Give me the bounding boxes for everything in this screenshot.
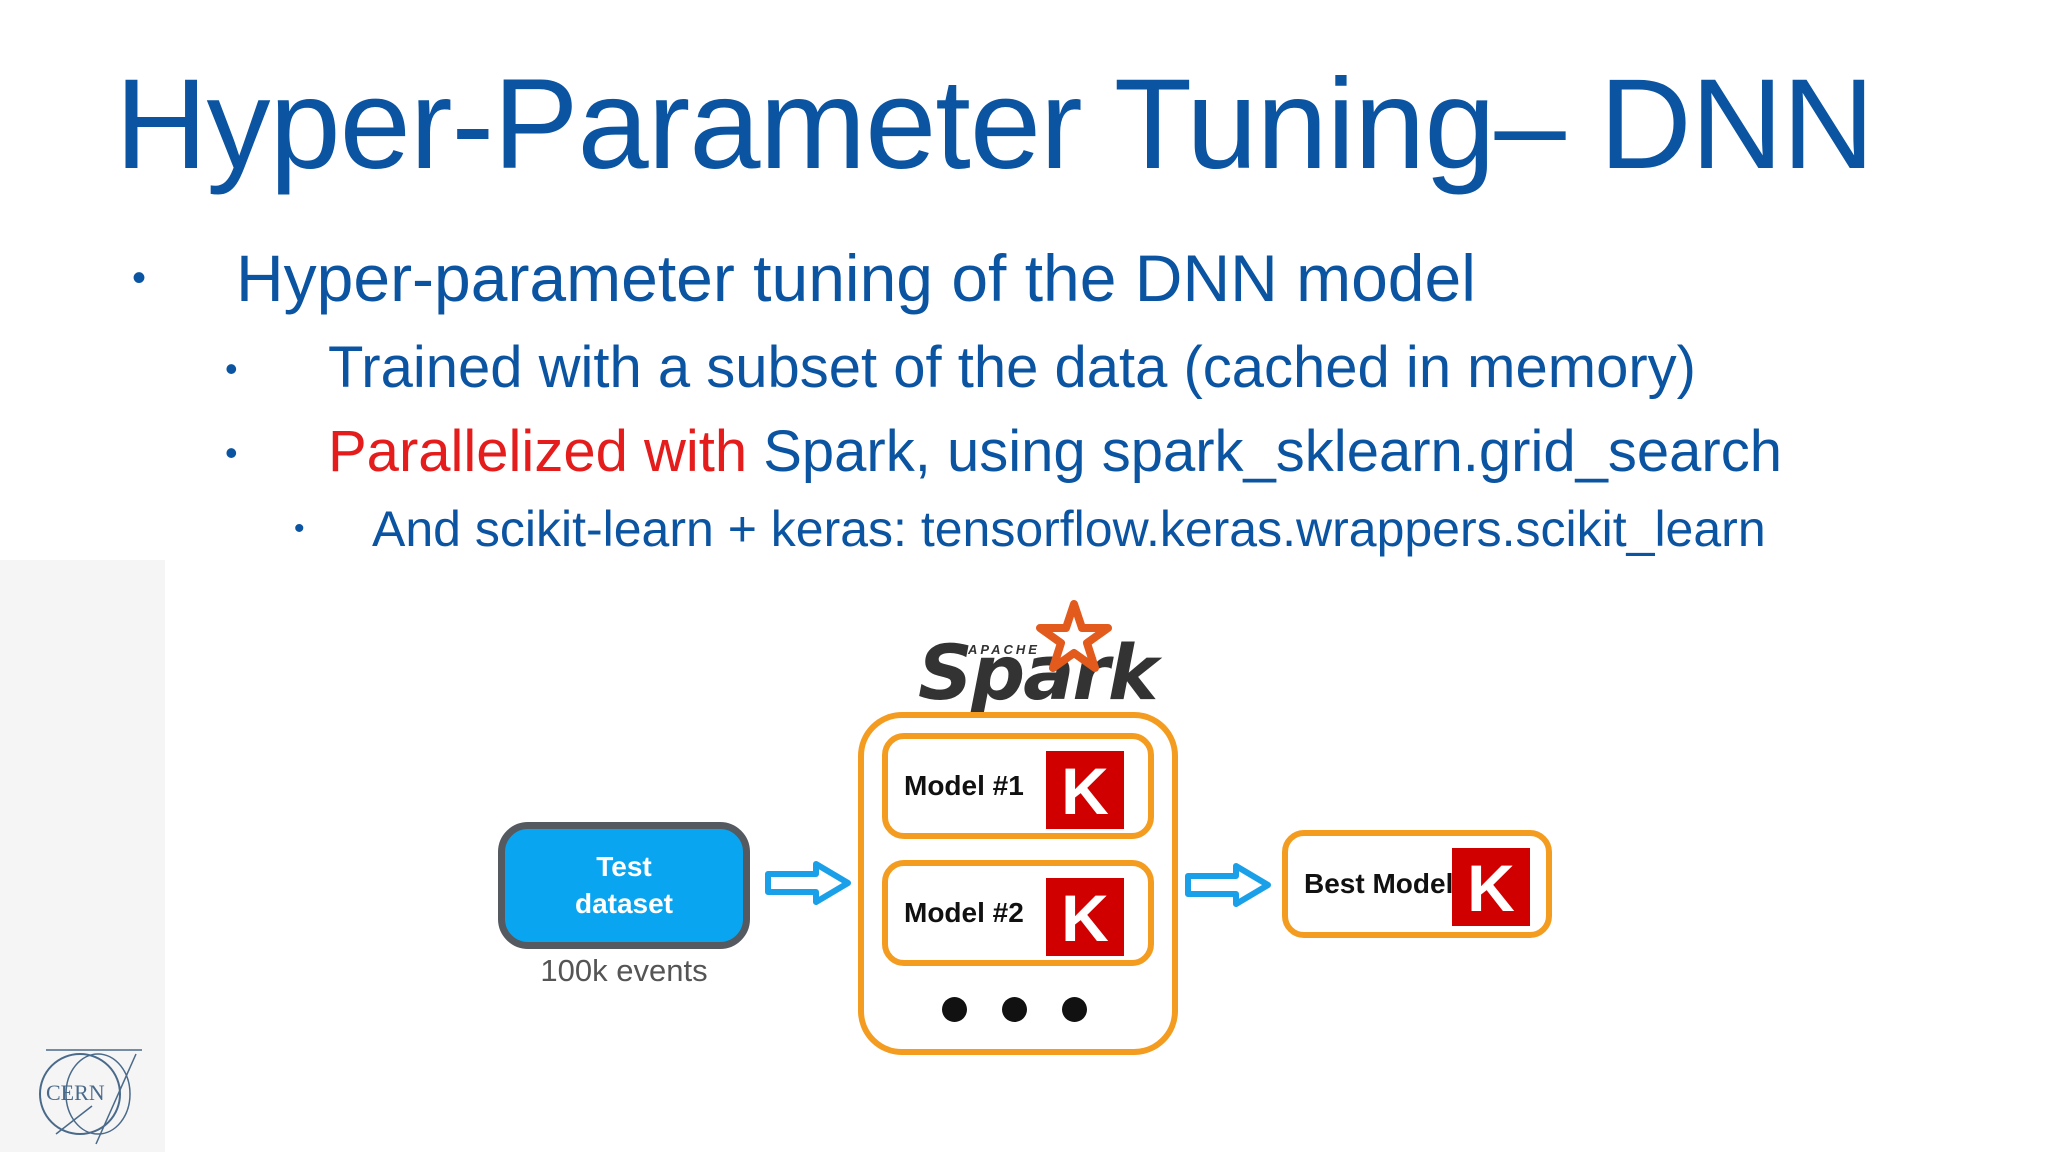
spark-label: Spark	[918, 628, 1158, 717]
model-label: Model #2	[904, 897, 1024, 928]
dot	[1062, 997, 1087, 1022]
model-box-1: Model #1 K	[882, 733, 1154, 839]
dot	[1002, 997, 1027, 1022]
slide-title: Hyper-Parameter Tuning– DNN	[115, 53, 1875, 196]
bullet-marker: •	[294, 512, 305, 545]
test-dataset-box: Test dataset	[498, 822, 750, 949]
apache-spark-logo: APACHE Spark	[918, 600, 1158, 717]
bullet-level1: Hyper-parameter tuning of the DNN model	[236, 241, 1476, 315]
highlight-text: Parallelized with	[328, 419, 748, 484]
best-model-box: Best Model K	[1282, 830, 1552, 938]
arrow-right-icon	[1185, 863, 1271, 907]
apache-label: APACHE	[968, 642, 1040, 657]
test-dataset-label: Test	[596, 851, 652, 883]
bullet-level2-data-subset: Trained with a subset of the data (cache…	[328, 335, 1696, 400]
ellipsis-dots	[942, 997, 1102, 1023]
model-box-2: Model #2 K	[882, 860, 1154, 966]
events-caption: 100k events	[540, 953, 708, 988]
dot	[942, 997, 967, 1022]
cern-logo-text: CERN	[46, 1080, 105, 1105]
bullet-level3-keras: And scikit-learn + keras: tensorflow.ker…	[372, 501, 1766, 557]
spark-star-icon	[1036, 600, 1112, 672]
keras-icon: K	[1046, 751, 1124, 829]
arrow-right-icon	[765, 861, 851, 905]
keras-icon: K	[1452, 848, 1530, 926]
best-model-label: Best Model	[1304, 868, 1454, 899]
bullet-marker: •	[225, 432, 238, 473]
model-label: Model #1	[904, 770, 1024, 801]
bullet-level2-parallelized: Parallelized with Spark, using spark_skl…	[328, 418, 1782, 485]
test-dataset-label: dataset	[574, 887, 674, 919]
cern-logo: CERN	[39, 1049, 142, 1145]
bullet-marker: •	[132, 256, 147, 300]
keras-icon: K	[1046, 878, 1124, 956]
bullet-text: Spark, using spark_sklearn.grid_search	[747, 419, 1782, 484]
bullet-marker: •	[225, 348, 238, 389]
